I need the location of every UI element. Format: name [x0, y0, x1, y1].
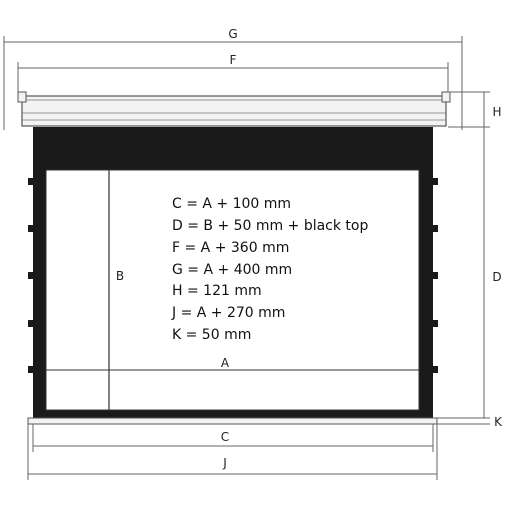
formula-line: G = A + 400 mm — [172, 262, 292, 278]
dim-j — [27, 424, 438, 480]
top-casing — [17, 91, 451, 127]
formula-line: F = A + 360 mm — [172, 240, 289, 256]
formula-line: D = B + 50 mm + black top — [172, 218, 368, 234]
formula-line: H = 121 mm — [172, 283, 262, 299]
label-g: G — [228, 27, 237, 41]
dim-k — [437, 417, 490, 425]
formula-list: C = A + 100 mm D = B + 50 mm + black top… — [171, 196, 368, 343]
bottom-bar — [27, 417, 438, 425]
formula-line: J = A + 270 mm — [171, 305, 285, 321]
label-a: A — [221, 356, 230, 370]
label-d: D — [492, 270, 501, 284]
dim-c — [32, 424, 434, 452]
label-h: H — [492, 105, 501, 119]
dim-h — [448, 91, 490, 128]
label-j: J — [222, 456, 227, 470]
label-f: F — [230, 53, 237, 67]
formula-line: C = A + 100 mm — [172, 196, 291, 212]
label-c: C — [221, 430, 229, 444]
label-k: K — [494, 415, 503, 429]
dim-f — [17, 62, 449, 92]
formula-line: K = 50 mm — [172, 327, 251, 343]
label-b: B — [116, 269, 124, 283]
dim-g — [3, 36, 463, 130]
